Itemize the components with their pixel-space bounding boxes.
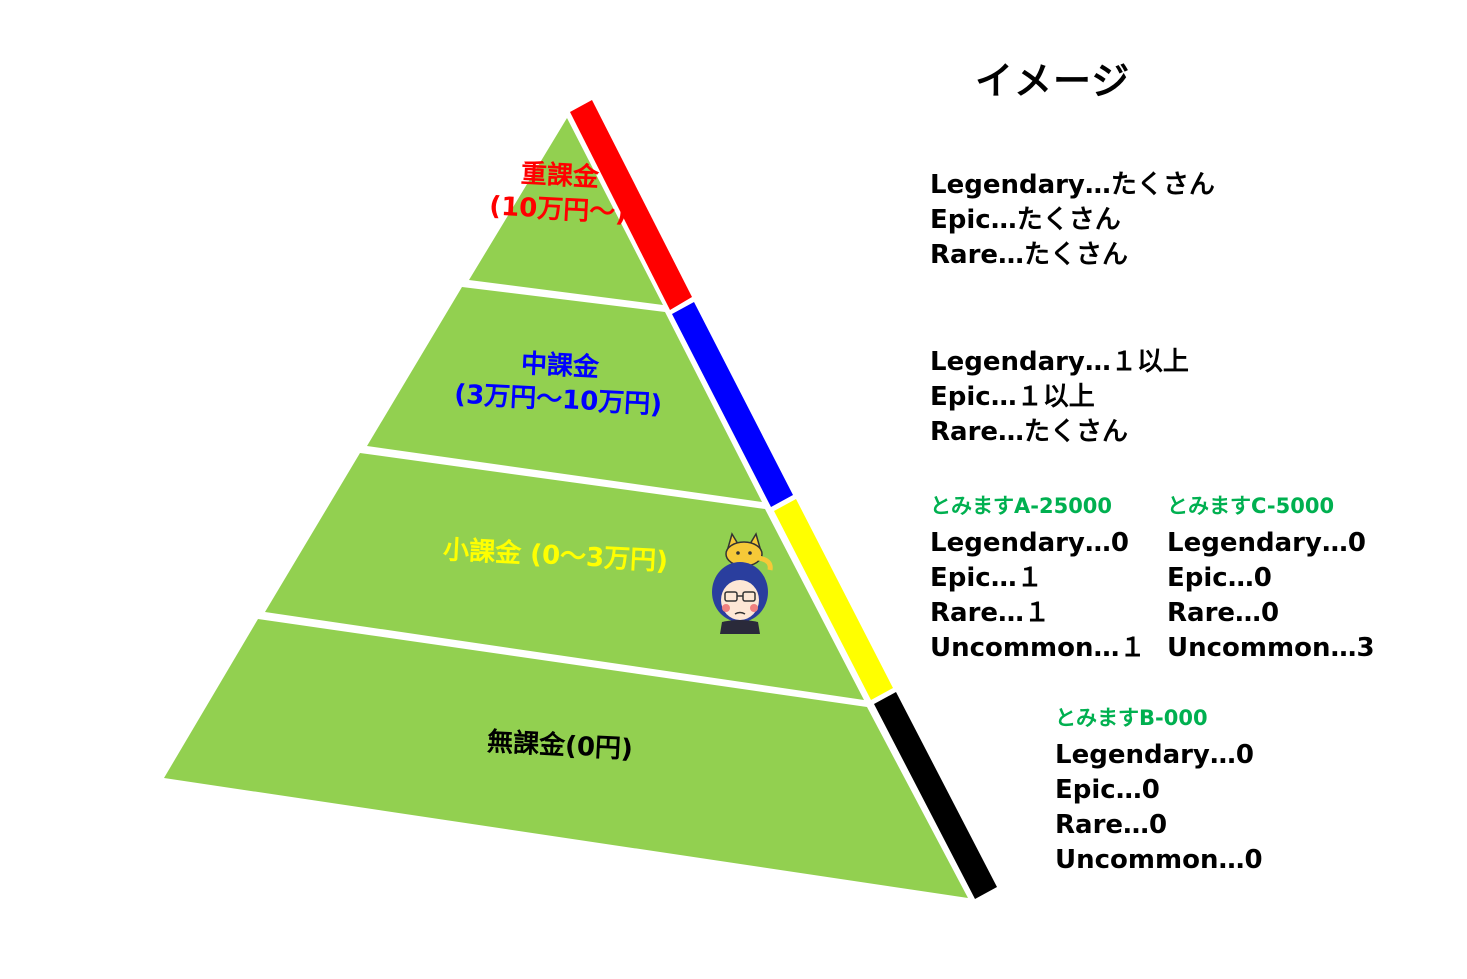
info-heavy-legendary: Legendary…たくさん xyxy=(930,170,1215,200)
info-medium-epic: Epic…１以上 xyxy=(930,382,1095,412)
info-tomimasu-c: とみますC-5000 Legendary…0 Epic…0 Rare…0 Unc… xyxy=(1167,490,1375,666)
info-heavy: Legendary…たくさん Epic…たくさん Rare…たくさん xyxy=(930,168,1215,273)
info-tomimasu-c-rare: Rare…0 xyxy=(1167,598,1280,628)
info-heavy-epic: Epic…たくさん xyxy=(930,205,1121,235)
info-tomimasu-c-heading: とみますC-5000 xyxy=(1167,494,1335,518)
edge-yellow-segment xyxy=(774,499,893,700)
info-tomimasu-b-heading: とみますB-000 xyxy=(1055,706,1208,730)
edge-black-segment xyxy=(874,692,997,899)
info-tomimasu-c-legendary: Legendary…0 xyxy=(1167,528,1366,558)
info-medium: Legendary…１以上 Epic…１以上 Rare…たくさん xyxy=(930,345,1189,450)
info-medium-legendary: Legendary…１以上 xyxy=(930,347,1189,377)
info-medium-rare: Rare…たくさん xyxy=(930,417,1129,447)
info-tomimasu-c-epic: Epic…0 xyxy=(1167,563,1272,593)
info-tomimasu-a-legendary: Legendary…0 xyxy=(930,528,1129,558)
info-tomimasu-a-uncommon: Uncommon…１ xyxy=(930,633,1146,663)
diagram-title: イメージ xyxy=(975,59,1131,103)
info-heavy-rare: Rare…たくさん xyxy=(930,240,1129,270)
tier-label-heavy: 重課金 (10万円～) xyxy=(488,156,629,231)
info-tomimasu-a-heading: とみますA-25000 xyxy=(930,494,1113,518)
info-tomimasu-b: とみますB-000 Legendary…0 Epic…0 Rare…0 Unco… xyxy=(1055,702,1263,878)
info-tomimasu-b-rare: Rare…0 xyxy=(1055,810,1168,840)
edge-blue-segment xyxy=(672,302,793,507)
tier-light-band xyxy=(265,453,864,700)
info-tomimasu-b-epic: Epic…0 xyxy=(1055,775,1160,805)
info-tomimasu-a-epic: Epic…１ xyxy=(930,563,1043,593)
info-tomimasu-c-uncommon: Uncommon…3 xyxy=(1167,633,1375,663)
info-tomimasu-a: とみますA-25000 Legendary…0 Epic…１ Rare…１ Un… xyxy=(930,490,1145,666)
tier-label-medium: 中課金 (3万円～10万円) xyxy=(453,345,664,423)
character-with-cat-icon xyxy=(712,532,773,634)
tier-free-band xyxy=(164,619,968,898)
info-tomimasu-b-uncommon: Uncommon…0 xyxy=(1055,845,1263,875)
info-tomimasu-a-rare: Rare…１ xyxy=(930,598,1051,628)
tier-heavy-range: (10万円～) xyxy=(488,191,628,229)
tier-heavy-band xyxy=(469,118,663,305)
tier-medium-band xyxy=(367,287,762,502)
edge-red-segment xyxy=(570,100,692,310)
info-tomimasu-b-legendary: Legendary…0 xyxy=(1055,740,1254,770)
